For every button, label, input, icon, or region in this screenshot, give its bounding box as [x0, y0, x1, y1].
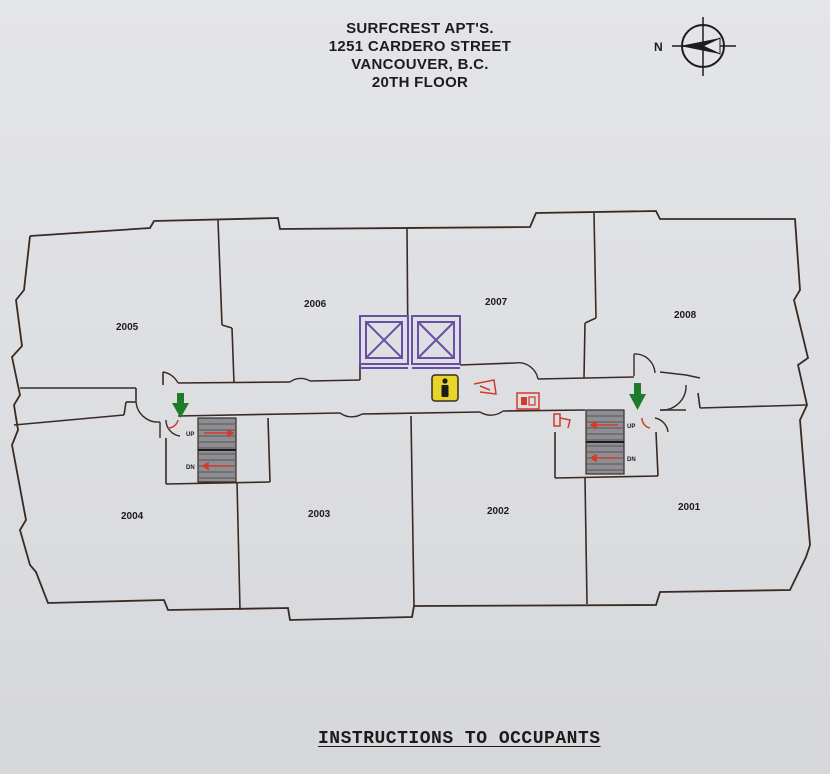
unit-2005-label: 2005 — [116, 322, 139, 333]
unit-2006-label: 2006 — [304, 299, 327, 310]
west-exit-arrow-icon — [172, 393, 189, 418]
interior-walls — [13, 212, 807, 611]
you-are-here-icon — [431, 374, 459, 402]
unit-2008-label: 2008 — [674, 310, 697, 321]
instructions-heading: INSTRUCTIONS TO OCCUPANTS — [318, 729, 601, 749]
unit-2002-label: 2002 — [487, 506, 510, 517]
unit-2007-label: 2007 — [485, 297, 508, 308]
east-stair-down-label: DN — [627, 457, 636, 463]
east-stair-up-label: UP — [627, 424, 635, 430]
elevators — [359, 315, 461, 369]
building-address: 1251 CARDERO STREET — [328, 38, 512, 55]
west-stairwell: UP DN — [167, 417, 237, 483]
building-outline — [11, 210, 811, 621]
east-exit-arrow-icon — [629, 383, 646, 410]
fire-extinguisher-icon — [553, 413, 571, 429]
building-name: SURFCREST APT'S. — [346, 20, 494, 37]
unit-2001-label: 2001 — [678, 502, 701, 513]
west-stair-down-label: DN — [186, 465, 195, 471]
unit-2004-label: 2004 — [121, 511, 144, 522]
north-compass-icon: N — [654, 17, 736, 76]
floor-label: 20TH FLOOR — [371, 74, 469, 91]
door-swings — [135, 353, 687, 438]
building-city: VANCOUVER, B.C. — [351, 56, 489, 73]
unit-2003-label: 2003 — [308, 509, 331, 520]
building-header: SURFCREST APT'S. 1251 CARDERO STREET VAN… — [270, 20, 570, 92]
west-stair-up-label: UP — [186, 432, 194, 438]
fire-alarm-cabinet-icon — [516, 392, 540, 410]
east-stairwell: UP DN — [585, 409, 651, 475]
north-label: N — [654, 40, 663, 54]
fire-hose-icon — [473, 379, 497, 395]
